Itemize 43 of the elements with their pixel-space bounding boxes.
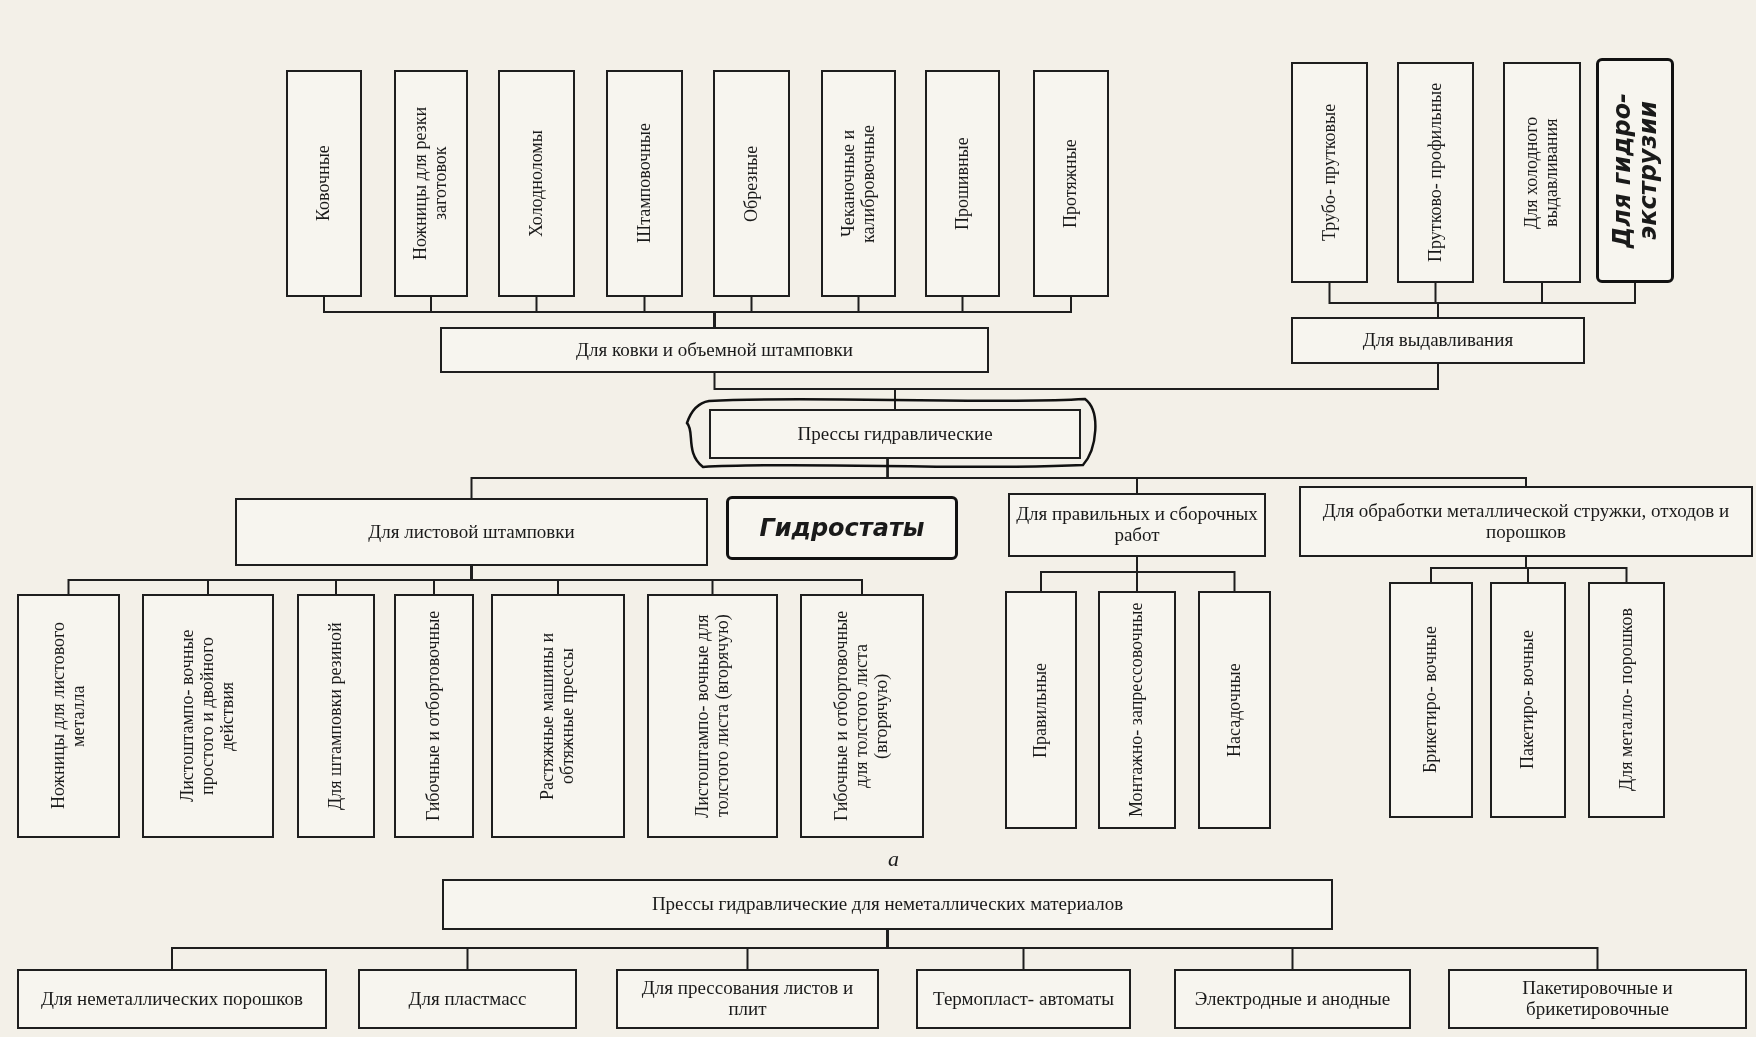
- category-box: Для ковки и объемной штамповки: [440, 327, 989, 373]
- connector-line: [1437, 282, 1636, 318]
- category-box: Для прессования листов и плит: [616, 969, 879, 1029]
- category-box: Для листовой штамповки: [235, 498, 708, 566]
- category-box: Для металло- порошков: [1588, 582, 1665, 818]
- category-box: Для неметаллических порошков: [17, 969, 327, 1029]
- category-box: Для выдавливания: [1291, 317, 1585, 364]
- category-box: Для штамповки резиной: [297, 594, 375, 838]
- category-box: Листоштампо- вочные для толстого листа (вгорячую): [647, 594, 778, 838]
- category-box: Ножницы для резки заготовок: [394, 70, 468, 297]
- category-box: Обрезные: [713, 70, 790, 297]
- category-box: Протяжные: [1033, 70, 1109, 297]
- handwritten-note-box: Гидростаты: [726, 496, 958, 560]
- category-box: Прутково- профильные: [1397, 62, 1474, 283]
- category-box: Чеканочные и калибровочные: [821, 70, 896, 297]
- category-box: Гибочные и отбортовочные: [394, 594, 474, 838]
- category-box: Для холодного выдавливания: [1503, 62, 1581, 283]
- category-box: Пакетировочные и брикетировочные: [1448, 969, 1747, 1029]
- category-box: Для пластмасс: [358, 969, 577, 1029]
- category-box: Для правильных и сборочных работ: [1008, 493, 1266, 557]
- category-box: Монтажно- запрессовочные: [1098, 591, 1176, 829]
- category-box: Насадочные: [1198, 591, 1271, 829]
- category-box: Штамповочные: [606, 70, 683, 297]
- category-box: Ковочные: [286, 70, 362, 297]
- category-box: Гибочные и отбортовочные для толстого листа (вгорячую): [800, 594, 924, 838]
- figure-part-label: а: [888, 846, 899, 872]
- connector-line: [1136, 556, 1236, 592]
- handwritten-note-box: Для гидро- экструзии: [1596, 58, 1674, 283]
- category-box: Прессы гидравлические для неметаллических материалов: [442, 879, 1333, 930]
- category-box: Прошивные: [925, 70, 1000, 297]
- category-box: Ножницы для листового металла: [17, 594, 120, 838]
- category-box: Листоштампо- вочные простого и двойного действия: [142, 594, 274, 838]
- category-box: Прессы гидравлические: [709, 409, 1081, 459]
- category-box: Электродные и анодные: [1174, 969, 1411, 1029]
- category-box: Растяжные машины и обтяжные прессы: [491, 594, 625, 838]
- category-box: Холодноломы: [498, 70, 575, 297]
- connector-line: [886, 458, 1527, 487]
- category-box: Пакетиро- вочные: [1490, 582, 1566, 818]
- category-box: Брикетиро- вочные: [1389, 582, 1473, 818]
- category-box: Для обработки металлической стружки, отходов и порошков: [1299, 486, 1753, 557]
- category-box: Трубо- прутковые: [1291, 62, 1368, 283]
- category-box: Термопласт- автоматы: [916, 969, 1131, 1029]
- category-box: Правильные: [1005, 591, 1077, 829]
